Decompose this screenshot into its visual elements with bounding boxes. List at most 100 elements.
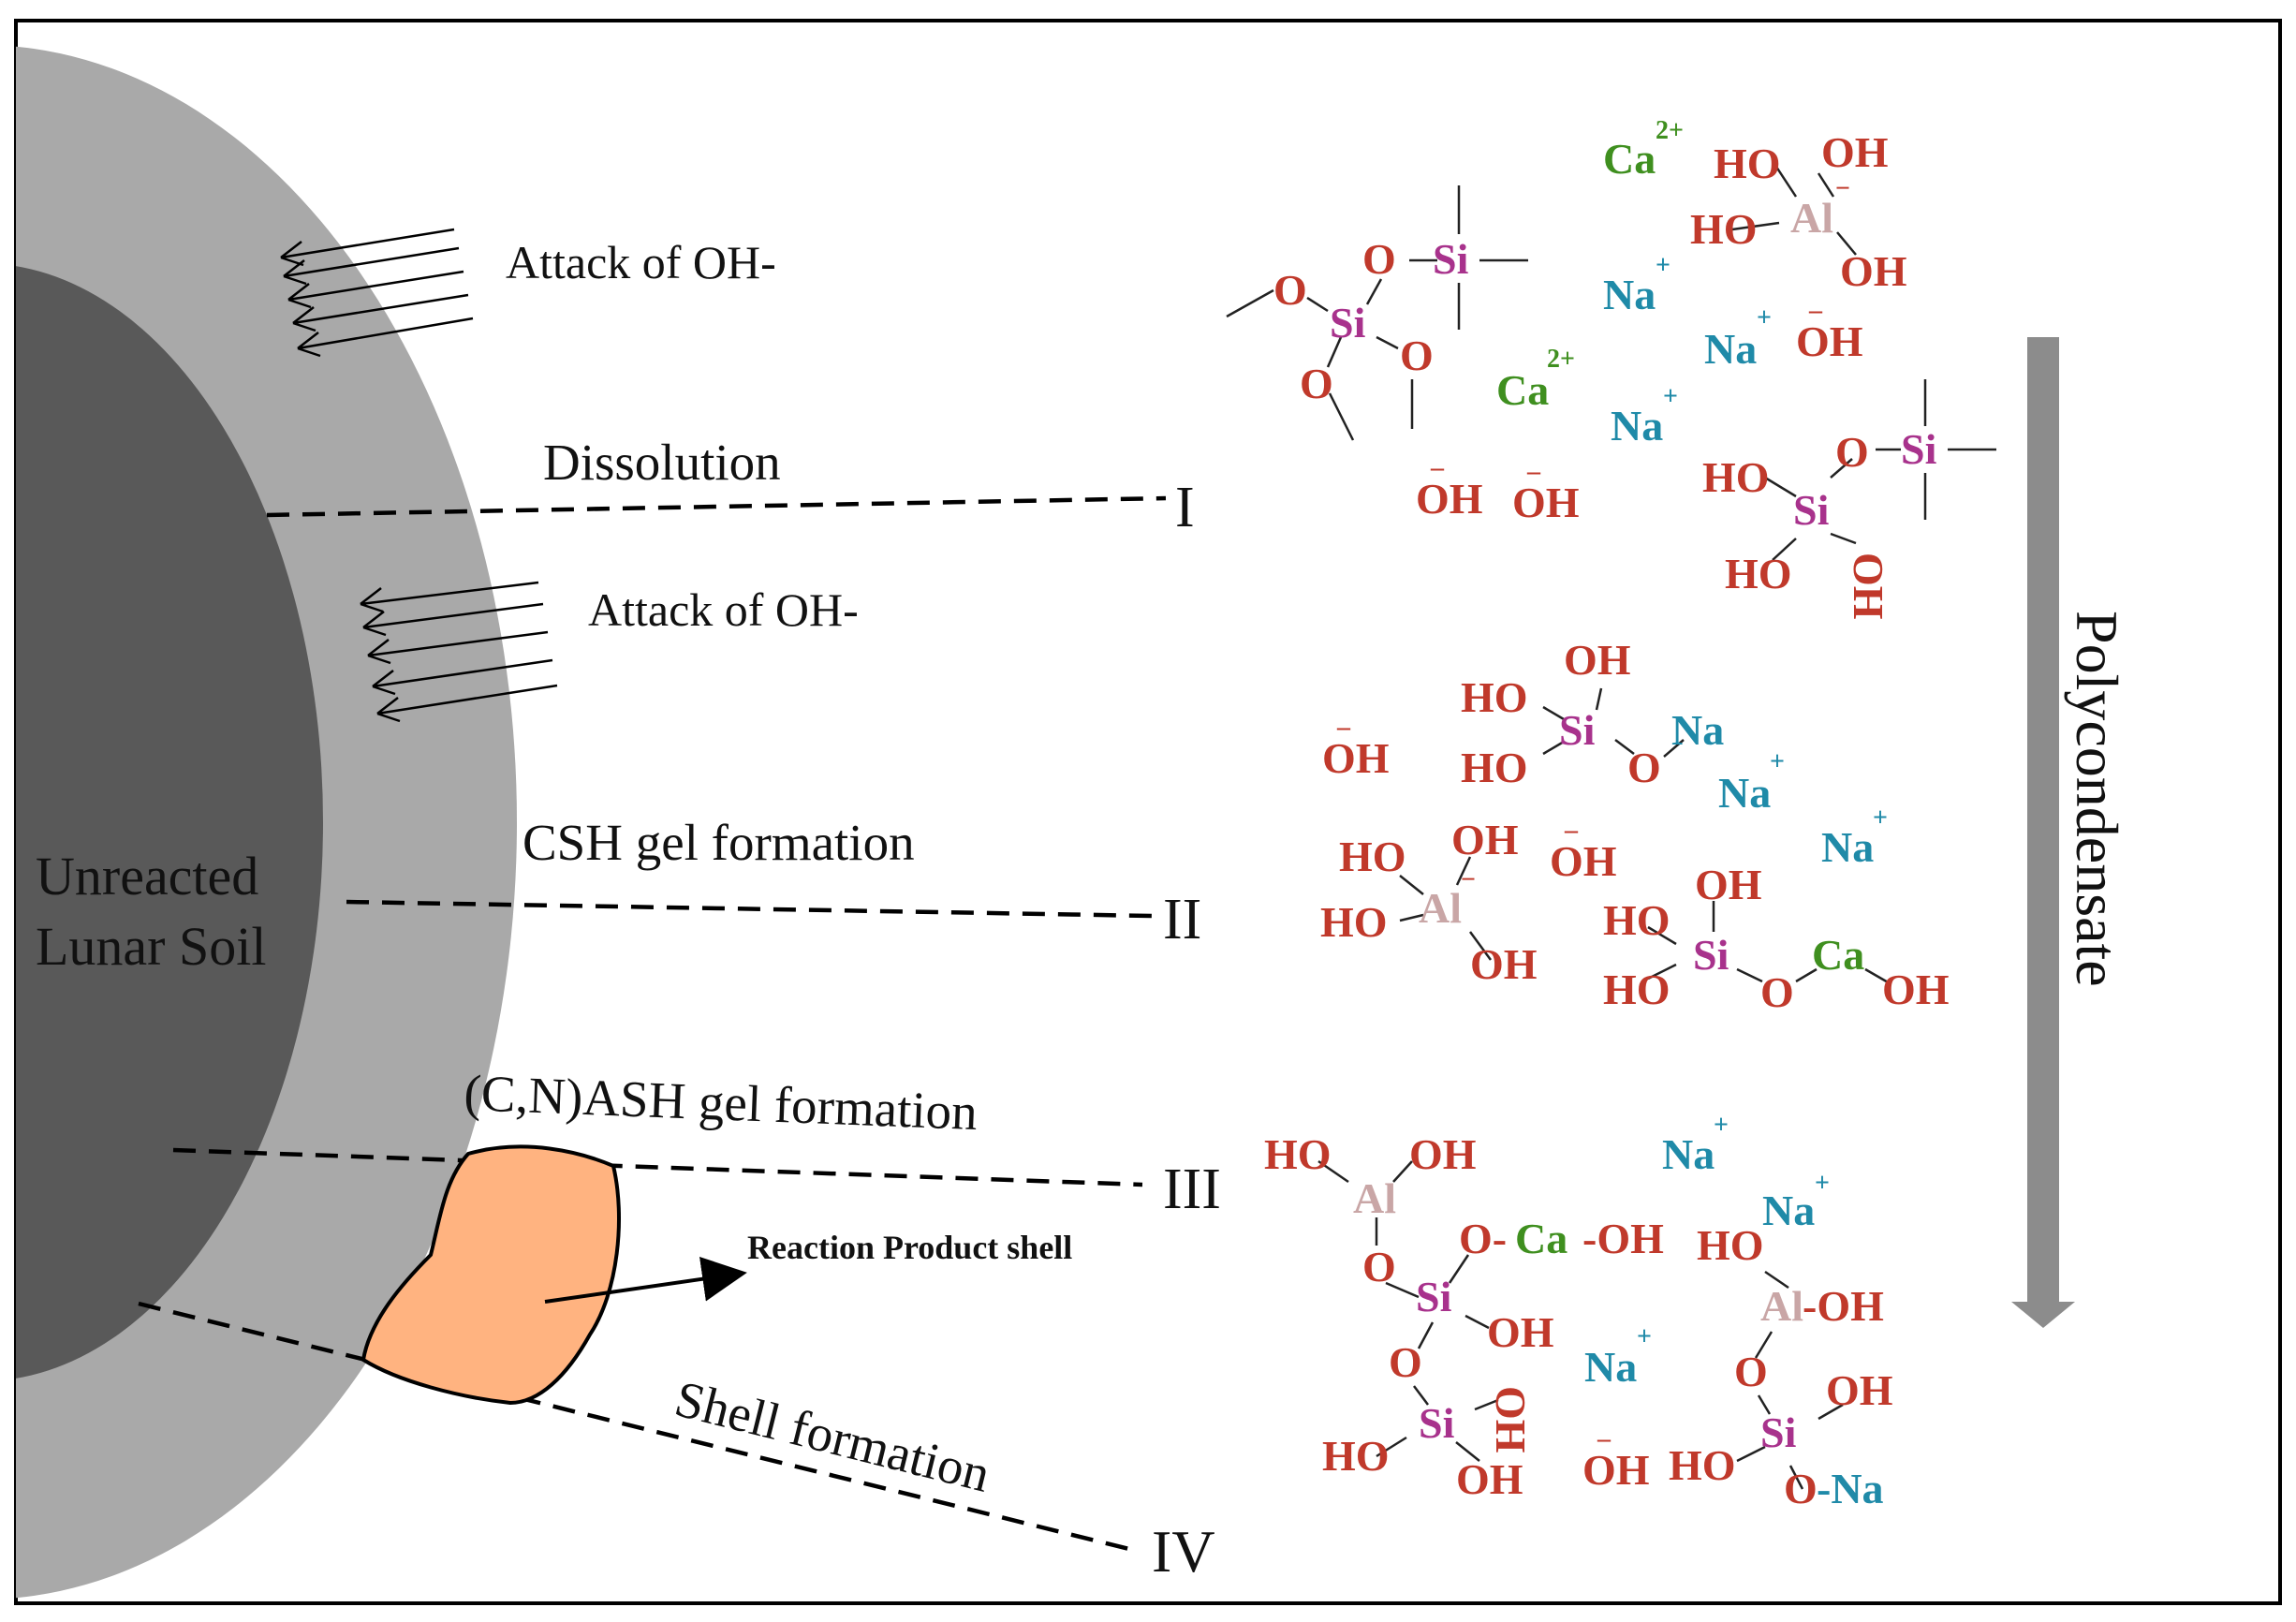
reaction-product-arrow [544, 1256, 747, 1304]
chem-o: O [1362, 235, 1396, 283]
chem-na: Na [1704, 325, 1757, 373]
chem-oh: OH [1796, 317, 1863, 365]
chem-al: Al [1353, 1174, 1396, 1222]
chem-dash-na: -Na [1817, 1465, 1884, 1512]
stage-1-label: I [1175, 476, 1195, 539]
chem-neg: – [1564, 816, 1579, 845]
chem-ho: HO [1264, 1130, 1332, 1178]
csh-dash-line [346, 899, 1153, 919]
chem-ca: Ca [1496, 366, 1549, 414]
chem-ho: HO [1603, 966, 1670, 1013]
chem-ho: HO [1725, 550, 1792, 597]
chem-o: O [1400, 332, 1434, 379]
chem-oh: OH [1582, 1446, 1650, 1494]
chem-ho: HO [1339, 833, 1406, 880]
attack-label-2: Attack of OH- [588, 583, 859, 636]
chem-minus: − [1835, 174, 1850, 203]
chem-o: O [1273, 266, 1307, 314]
csh-label: CSH gel formation [522, 814, 915, 871]
dissolution-label: Dissolution [543, 434, 781, 491]
chem-ho: HO [1714, 140, 1781, 187]
chem-oh: OH [1456, 1455, 1523, 1503]
molecule-bonds [1226, 163, 1996, 1490]
chem-minus: − [1461, 865, 1476, 894]
chem-o: O [1784, 1465, 1818, 1512]
chem-ho: HO [1461, 673, 1528, 721]
chem-oh: OH [1840, 247, 1907, 295]
chem-si: Si [1330, 299, 1366, 347]
chem-oh: OH [1564, 636, 1631, 684]
chem-plus: + [1637, 1322, 1652, 1351]
chem-neg: – [1597, 1424, 1612, 1453]
cnash-dash-line [172, 1147, 1143, 1187]
chem-si: Si [1901, 425, 1937, 473]
chem-ho: HO [1690, 205, 1758, 253]
chem-na: Na [1762, 1187, 1815, 1234]
polycondensate-arrow-shaft [2027, 337, 2059, 1302]
chem-oh: OH [1845, 553, 1892, 620]
chem-oh: OH [1416, 475, 1483, 523]
chem-oh: OH [1470, 940, 1538, 988]
core-label-line2: Lunar Soil [36, 916, 266, 977]
particle-group [16, 46, 517, 1599]
chem-o: O [1627, 744, 1661, 791]
chem-neg: – [1430, 453, 1445, 482]
chem-o: O [1734, 1348, 1768, 1395]
chem-oh: OH [1451, 816, 1519, 863]
chem-si: Si [1693, 931, 1729, 979]
dissolution-dash-line [266, 495, 1167, 518]
chem-al: Al [1419, 884, 1462, 932]
reaction-product-label: Reaction Product shell [747, 1229, 1072, 1266]
stage-3-label: III [1163, 1158, 1221, 1221]
chem-al: Al [1760, 1282, 1803, 1330]
chem-o: O [1300, 360, 1333, 407]
chem-o: O [1760, 968, 1794, 1016]
chem-oh: OH [1550, 837, 1617, 885]
chem-ho: HO [1322, 1432, 1390, 1480]
chem-ho: HO [1603, 896, 1670, 944]
inner-core [16, 266, 323, 1379]
chem-ho: HO [1697, 1221, 1764, 1269]
attack-label-1: Attack of OH- [506, 236, 776, 288]
chem-ca: Ca [1812, 931, 1864, 979]
chem-ho: HO [1320, 898, 1388, 946]
chem-na: Na [1671, 706, 1724, 754]
reaction-product-shell [361, 1144, 621, 1406]
chem-na: Na [1662, 1130, 1715, 1178]
chem-ca: Ca [1515, 1215, 1567, 1262]
chem-oh: OH [1695, 861, 1762, 908]
chem-si: Si [1433, 235, 1469, 283]
chem-plus: + [1815, 1169, 1830, 1198]
shell-dash-line [138, 1301, 1134, 1553]
chem-o: O [1362, 1243, 1396, 1290]
chem-oh: OH [1826, 1366, 1893, 1414]
chem-oh: OH [1512, 479, 1580, 526]
chem-neg: – [1526, 457, 1541, 486]
chem-al: Al [1790, 194, 1833, 242]
chem-dash-oh: -OH [1803, 1282, 1884, 1330]
chem-plus: + [1757, 303, 1772, 332]
chem-plus: + [1656, 251, 1670, 280]
polycondensate-arrow-head [2011, 1302, 2075, 1328]
chem-na: Na [1584, 1343, 1637, 1391]
chem-ho: HO [1702, 453, 1770, 501]
chem-plus: + [1873, 804, 1888, 833]
chem-plus: + [1714, 1111, 1729, 1140]
chem-oh: OH [1487, 1386, 1535, 1453]
chem-si: Si [1419, 1399, 1455, 1447]
attack-arrows-1 [280, 228, 474, 358]
stage-2-label: II [1163, 888, 1201, 951]
chem-oh: OH [1882, 966, 1950, 1013]
chem-two-plus: 2+ [1656, 116, 1684, 145]
chem-oh: OH [1322, 734, 1390, 782]
chem-o: O [1389, 1338, 1422, 1386]
chem-na: Na [1718, 769, 1771, 817]
chem-two-plus: 2+ [1547, 345, 1575, 374]
chem-si: Si [1559, 706, 1596, 754]
chem-ho: HO [1669, 1441, 1736, 1489]
chem-dash-oh: -OH [1582, 1215, 1664, 1262]
stage-4-label: IV [1152, 1518, 1215, 1585]
